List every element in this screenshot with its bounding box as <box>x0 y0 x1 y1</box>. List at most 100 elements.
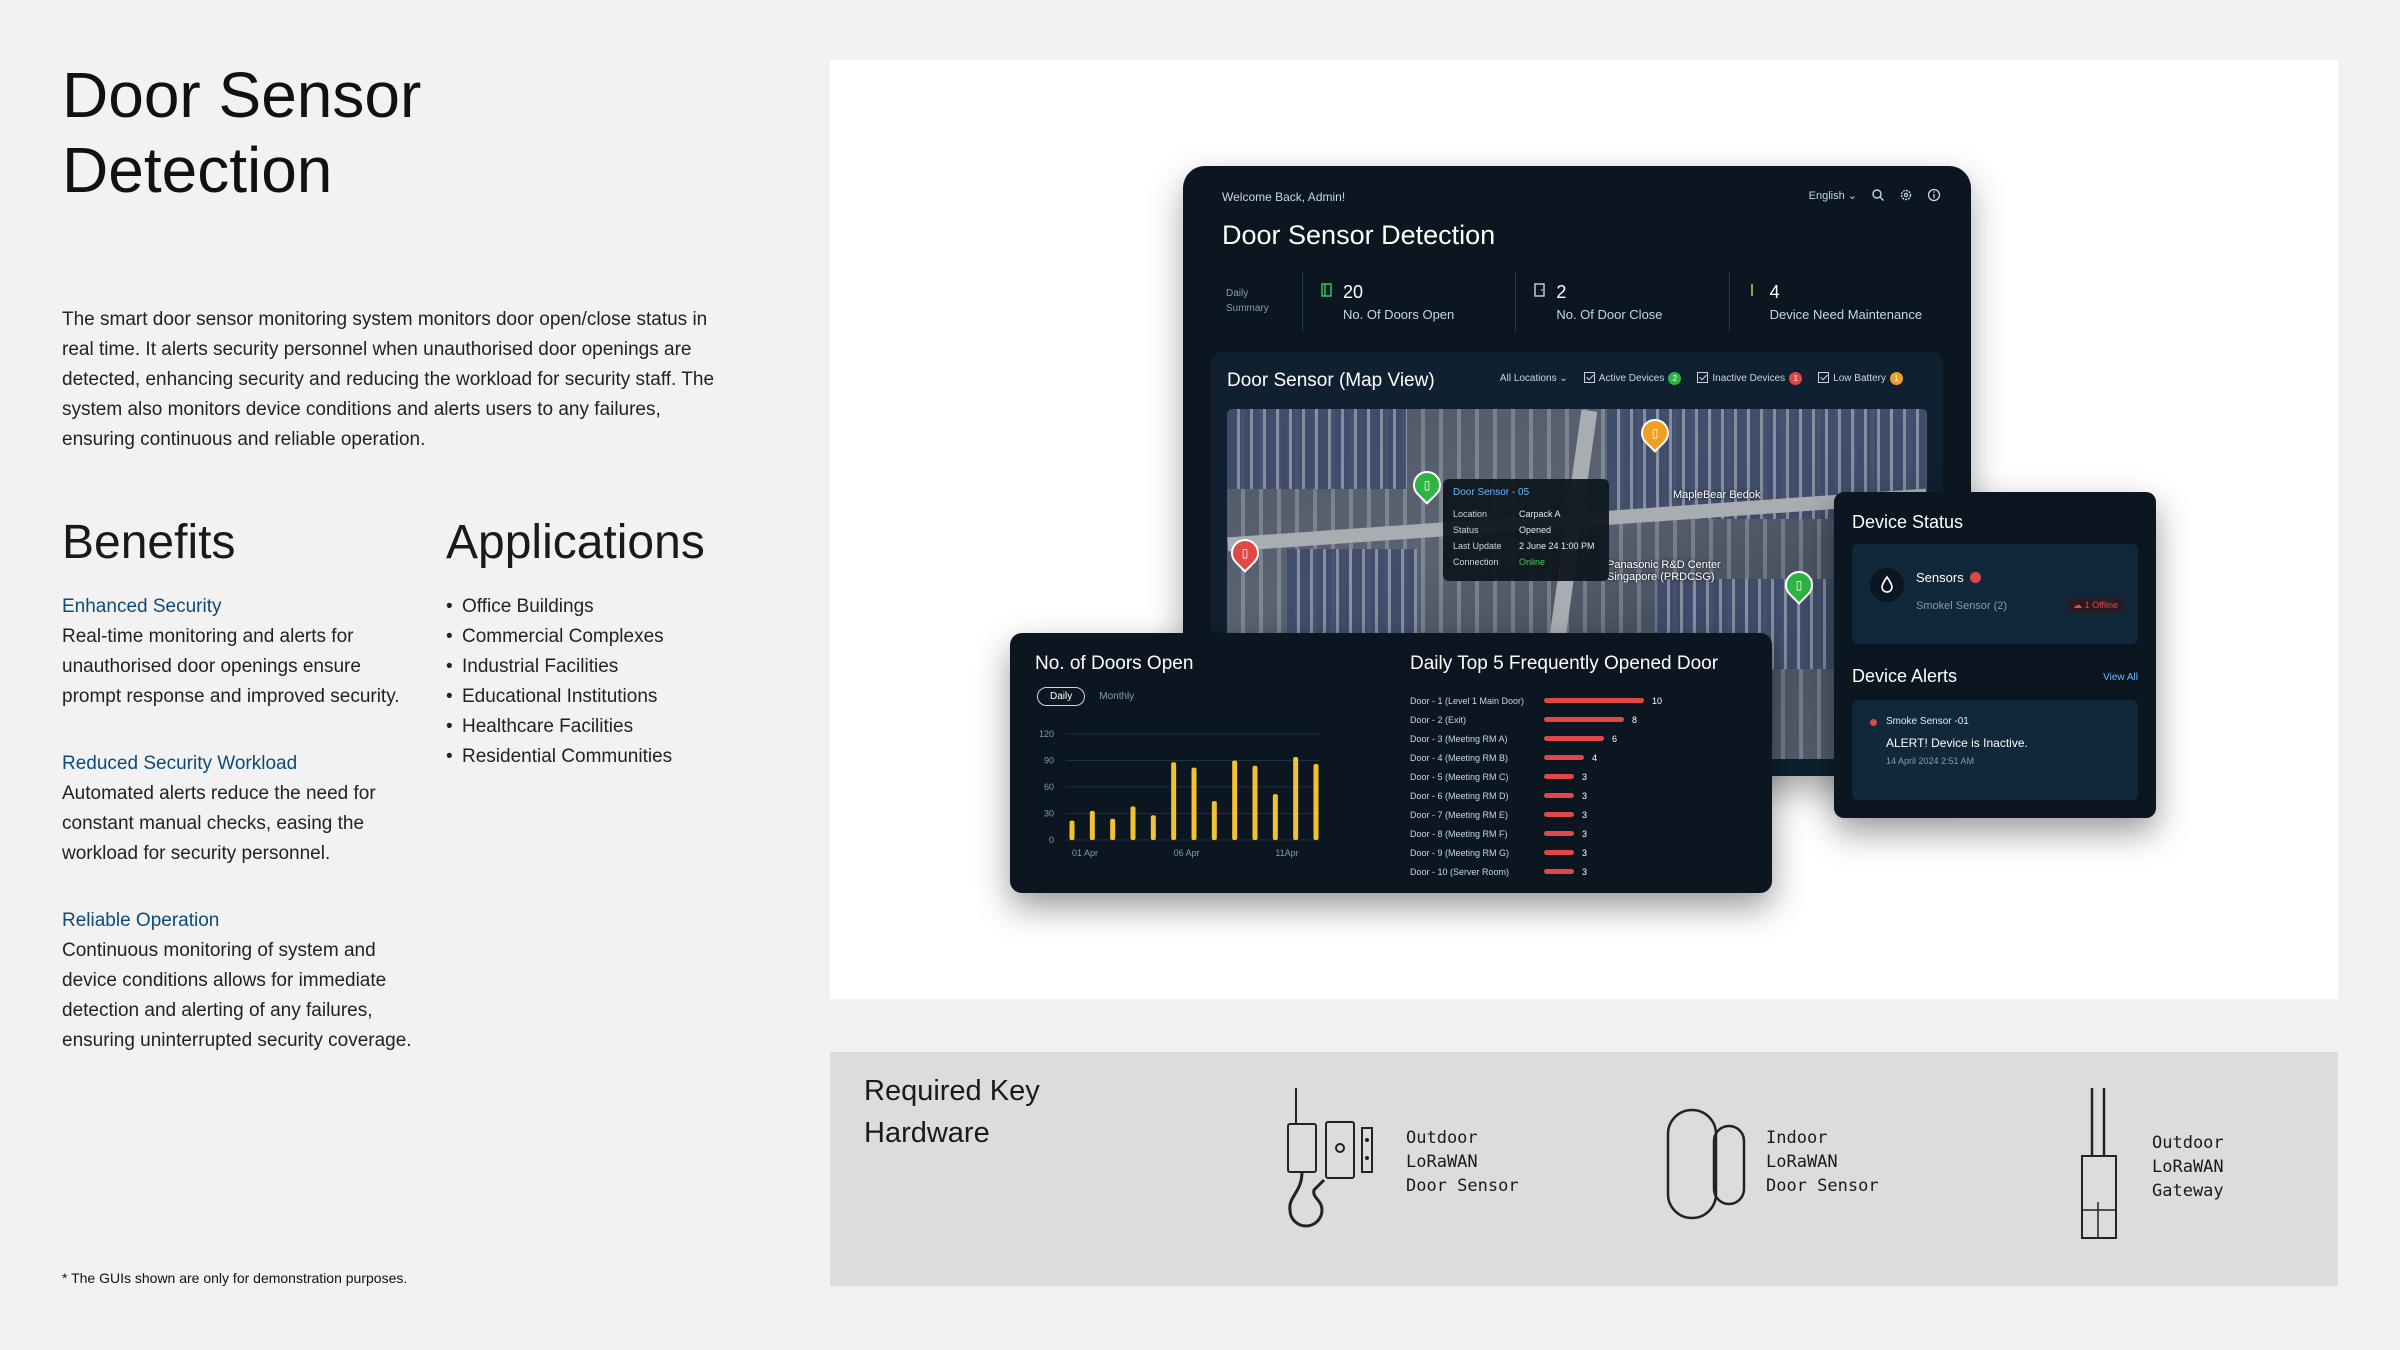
door-name: Door - 1 (Level 1 Main Door) <box>1410 695 1525 706</box>
checkbox-icon <box>1583 372 1595 384</box>
benefit-title: Reliable Operation <box>62 910 220 931</box>
tooltip-key: Location <box>1453 509 1488 519</box>
summary-label-line: Summary <box>1226 303 1269 314</box>
offline-badge: ☁ 1 Offline <box>2067 598 2124 613</box>
hardware-panel: Required Key Hardware Outdoor LoRaWAN Do… <box>830 1052 2338 1286</box>
x-tick-label: 06 Apr <box>1174 848 1200 858</box>
filter-label: Low Battery <box>1833 373 1886 385</box>
bar[interactable] <box>1313 764 1319 840</box>
bar[interactable] <box>1232 760 1238 841</box>
hardware-label-line: Door Sensor <box>1406 1176 1519 1196</box>
door-bar <box>1544 698 1644 703</box>
hardware-label: Outdoor LoRaWAN Door Sensor <box>1406 1126 1519 1198</box>
hardware-label-line: LoRaWAN <box>1406 1152 1478 1172</box>
alert-item[interactable]: Smoke Sensor -01 ALERT! Device is Inacti… <box>1852 700 2138 800</box>
door-name: Door - 6 (Meeting RM D) <box>1410 790 1509 801</box>
alert-device-name: Smoke Sensor -01 <box>1886 716 1969 727</box>
search-icon[interactable] <box>1871 188 1885 202</box>
checkbox-icon <box>1697 372 1709 384</box>
bar[interactable] <box>1171 762 1177 840</box>
y-tick-label: 90 <box>1044 756 1054 766</box>
top5-title: Daily Top 5 Frequently Opened Door <box>1410 653 1719 674</box>
bar[interactable] <box>1069 820 1075 840</box>
top5-row: Door - 7 (Meeting RM E)3 <box>1410 805 1750 824</box>
bar[interactable] <box>1211 801 1217 840</box>
tooltip-key: Connection <box>1453 557 1499 567</box>
benefit-body: Continuous monitoring of system and devi… <box>62 940 412 1051</box>
device-status-title: Device Status <box>1852 512 1964 532</box>
language-label: English <box>1808 189 1845 202</box>
bar[interactable] <box>1130 806 1136 840</box>
y-tick-label: 30 <box>1044 809 1054 819</box>
bar[interactable] <box>1150 815 1156 840</box>
benefits-heading: Benefits <box>62 516 236 569</box>
view-all-link[interactable]: View All <box>2103 672 2138 683</box>
bar[interactable] <box>1110 818 1116 840</box>
application-item: Commercial Complexes <box>446 622 672 652</box>
info-icon[interactable] <box>1927 188 1941 202</box>
alert-message: ALERT! Device is Inactive. <box>1886 736 2028 750</box>
applications-list: Office Buildings Commercial Complexes In… <box>446 592 672 772</box>
map-title: Door Sensor (Map View) <box>1227 370 1435 391</box>
daily-summary: Daily Summary 20 No. Of Doors Open 2 No.… <box>1222 272 1942 332</box>
gear-icon[interactable] <box>1899 188 1913 202</box>
door-bar <box>1544 717 1624 722</box>
gateway-icon <box>2081 1088 2117 1239</box>
tooltip-value: Online <box>1519 557 1546 567</box>
top5-row: Door - 10 (Server Room)3 <box>1410 862 1750 881</box>
map-pin-active[interactable]: ▯ <box>1407 465 1447 505</box>
sensor-label: Sensors <box>1916 570 1981 585</box>
top5-row: Door - 2 (Exit)8 <box>1410 710 1750 729</box>
period-toggle: Daily Monthly <box>1037 687 1134 706</box>
applications-heading: Applications <box>446 516 705 569</box>
count-badge: 1 <box>1789 372 1803 385</box>
bar[interactable] <box>1252 765 1258 840</box>
outdoor-door-sensor-icon <box>1287 1088 1373 1228</box>
summary-value: 4 <box>1769 282 1780 302</box>
door-bar <box>1544 793 1574 798</box>
indoor-door-sensor-icon <box>1666 1108 1746 1220</box>
summary-text: No. Of Doors Open <box>1343 307 1455 322</box>
door-name: Door - 3 (Meeting RM A) <box>1410 733 1508 744</box>
bar[interactable] <box>1089 810 1095 840</box>
dashboard-title: Door Sensor Detection <box>1222 220 1496 250</box>
map-place-label: Singapore (PRDCSG) <box>1607 571 1715 583</box>
x-tick-label: 01 Apr <box>1072 848 1098 858</box>
door-count: 8 <box>1632 714 1638 725</box>
bar[interactable] <box>1272 794 1278 840</box>
top5-row: Door - 6 (Meeting RM D)3 <box>1410 786 1750 805</box>
sensor-summary[interactable]: Sensors Smokel Sensor (2) ☁ 1 Offline <box>1852 544 2138 644</box>
door-count: 3 <box>1582 847 1588 858</box>
door-name: Door - 9 (Meeting RM G) <box>1410 847 1510 858</box>
door-count: 3 <box>1582 828 1588 839</box>
y-tick-label: 60 <box>1044 782 1054 792</box>
filter-label: Active Devices <box>1598 373 1665 385</box>
summary-value: 2 <box>1556 282 1567 302</box>
top-toolbar: English ⌄ <box>1809 188 1941 202</box>
door-count: 3 <box>1582 771 1588 782</box>
language-select[interactable]: English ⌄ <box>1808 189 1857 202</box>
bar[interactable] <box>1293 756 1299 840</box>
toggle-daily[interactable]: Daily <box>1037 687 1086 706</box>
hardware-label-line: Gateway <box>2152 1181 2224 1201</box>
bar[interactable] <box>1191 767 1197 840</box>
checkbox-icon <box>1818 372 1830 384</box>
location-dropdown[interactable]: All Locations ⌄ <box>1499 373 1568 384</box>
benefits-list: Enhanced Security Real-time monitoring a… <box>62 592 422 1093</box>
door-bar <box>1544 850 1574 855</box>
summary-text: Device Need Maintenance <box>1769 307 1923 322</box>
y-tick-label: 120 <box>1039 729 1054 739</box>
toggle-monthly[interactable]: Monthly <box>1099 691 1135 702</box>
door-bar <box>1544 755 1584 760</box>
hardware-item: Outdoor LoRaWAN Gateway <box>2074 1082 2224 1252</box>
hardware-label-line: Indoor <box>1766 1128 1828 1148</box>
y-tick-label: 0 <box>1049 835 1054 845</box>
wrench-icon <box>1750 284 1753 296</box>
door-icon: ▯ <box>1795 578 1803 592</box>
